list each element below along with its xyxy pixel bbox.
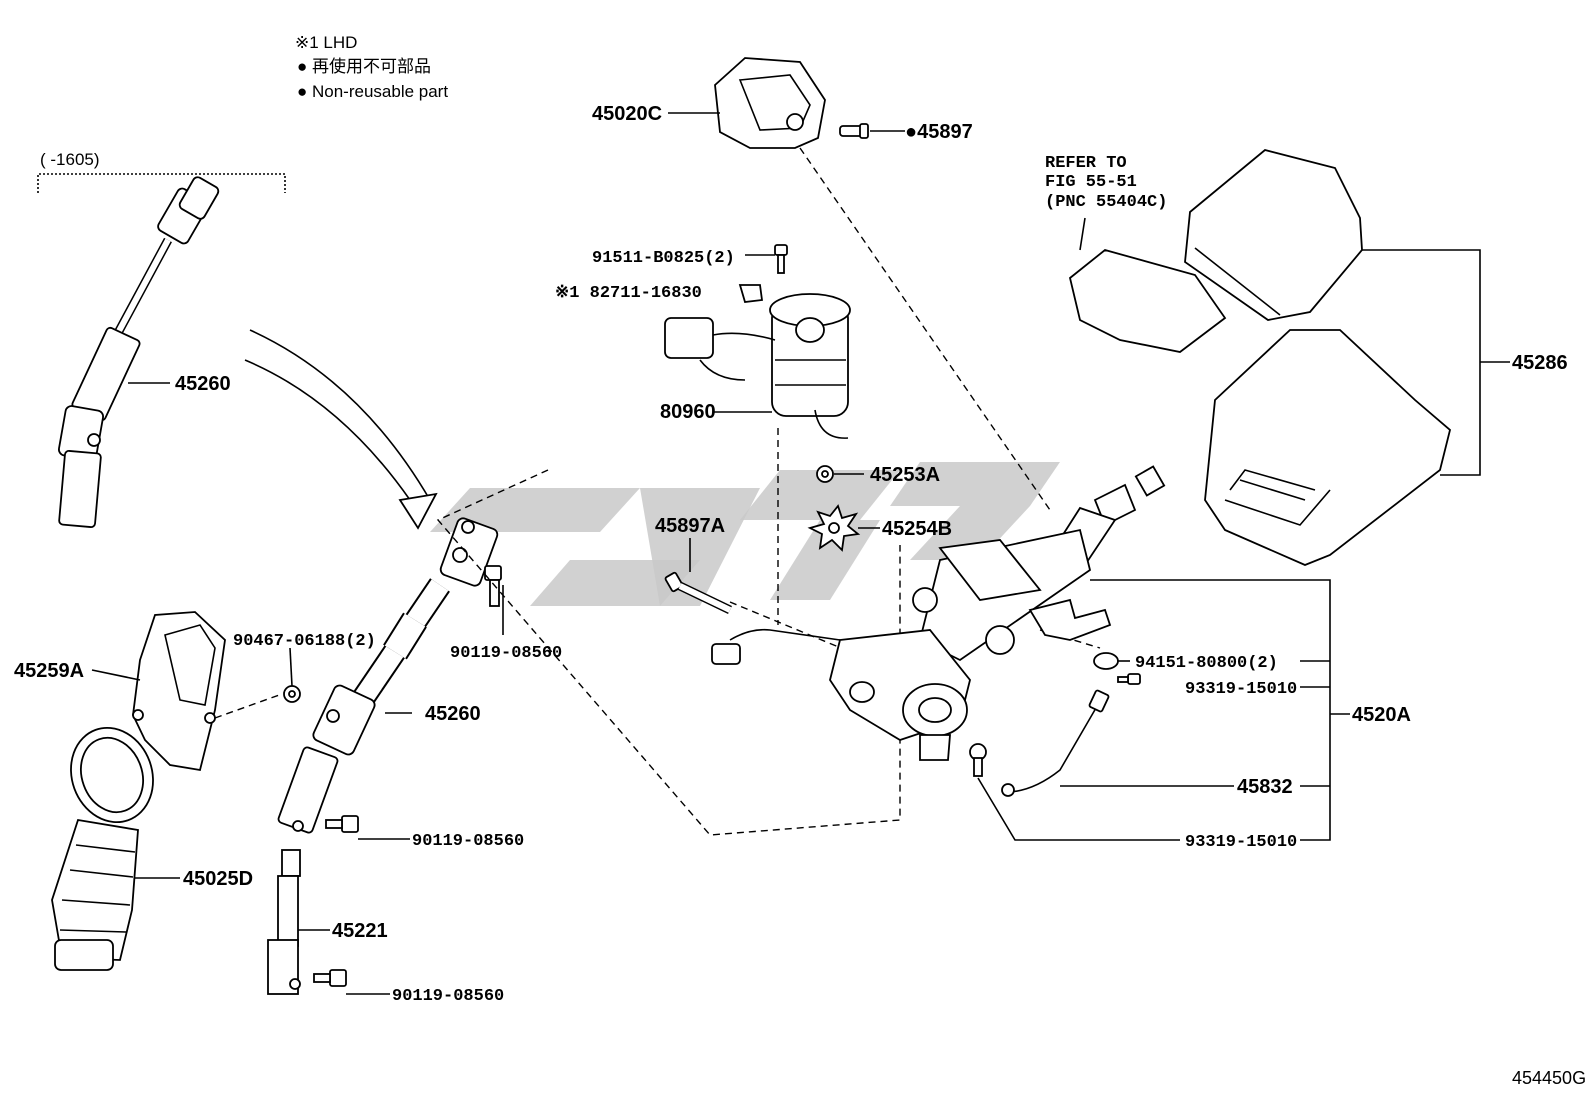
gear-45253A [816, 465, 834, 483]
label-45025D: 45025D [183, 868, 253, 890]
label-94151: 94151-80800(2) [1135, 654, 1278, 673]
figure-code: 454450G [1512, 1068, 1586, 1088]
label-45259A: 45259A [14, 660, 84, 682]
label-45221: 45221 [332, 920, 388, 942]
label-45897: ●45897 [905, 121, 973, 143]
label-80960: 80960 [660, 401, 716, 423]
bolt-93319-b [969, 743, 987, 777]
column-cover-upper [714, 57, 826, 149]
label-45286: 45286 [1512, 352, 1568, 374]
label-90467: 90467-06188(2) [233, 632, 376, 651]
damper-45254B [807, 504, 861, 552]
label-91511: 91511-B0825(2) [592, 249, 735, 268]
bolt-90119-a [484, 565, 502, 607]
intermediate-shaft-upper [37, 173, 286, 528]
refer-line-3: (PNC 55404C) [1045, 193, 1167, 212]
label-45020C: 45020C [592, 103, 662, 125]
note-non-reusable-jp: ● 再使用不可部品 [297, 56, 431, 76]
label-90119-c: 90119-08560 [392, 987, 504, 1006]
clip-90467 [283, 685, 301, 703]
label-82711: ※1 82711-16830 [555, 284, 702, 303]
label-90119-a: 90119-08560 [450, 644, 562, 663]
intermediate-shaft-lower [277, 517, 499, 834]
bolt-90119-b [325, 815, 359, 833]
steering-column-boot [51, 726, 154, 971]
bolt-45897 [839, 123, 869, 139]
label-45832: 45832 [1237, 776, 1293, 798]
steering-main-shaft [267, 849, 301, 995]
refer-line-2: FIG 55-51 [1045, 173, 1137, 192]
direction-arrow [244, 329, 438, 530]
label-45260-top: 45260 [175, 373, 231, 395]
label-45260-mid: 45260 [425, 703, 481, 725]
note-lhd: ※1 LHD [295, 33, 357, 52]
wire-harness-45832 [1001, 689, 1110, 797]
bolt-90119-c [313, 969, 347, 987]
label-93319-b: 93319-15010 [1185, 833, 1297, 852]
label-45897A: 45897A [655, 515, 725, 537]
clip-82711 [738, 284, 764, 303]
label-4520A: 4520A [1352, 704, 1411, 726]
label-93319-a: 93319-15010 [1185, 680, 1297, 699]
column-cover-lower-set [1068, 149, 1452, 566]
bolt-45897A [664, 571, 732, 615]
nut-94151 [1093, 652, 1119, 670]
power-steering-motor [664, 293, 851, 439]
leader-lines [91, 112, 1510, 995]
column-hole-cover [132, 611, 226, 772]
label-45253A: 45253A [870, 464, 940, 486]
note-range: ( -1605) [40, 150, 100, 169]
label-90119-b: 90119-08560 [412, 832, 524, 851]
screw-91511 [774, 244, 788, 274]
refer-line-1: REFER TO [1045, 154, 1127, 173]
label-45254B: 45254B [882, 518, 952, 540]
note-non-reusable-en: ● Non-reusable part [297, 82, 448, 101]
bolt-93319-a [1117, 673, 1141, 685]
steering-column-assembly [711, 465, 1166, 761]
